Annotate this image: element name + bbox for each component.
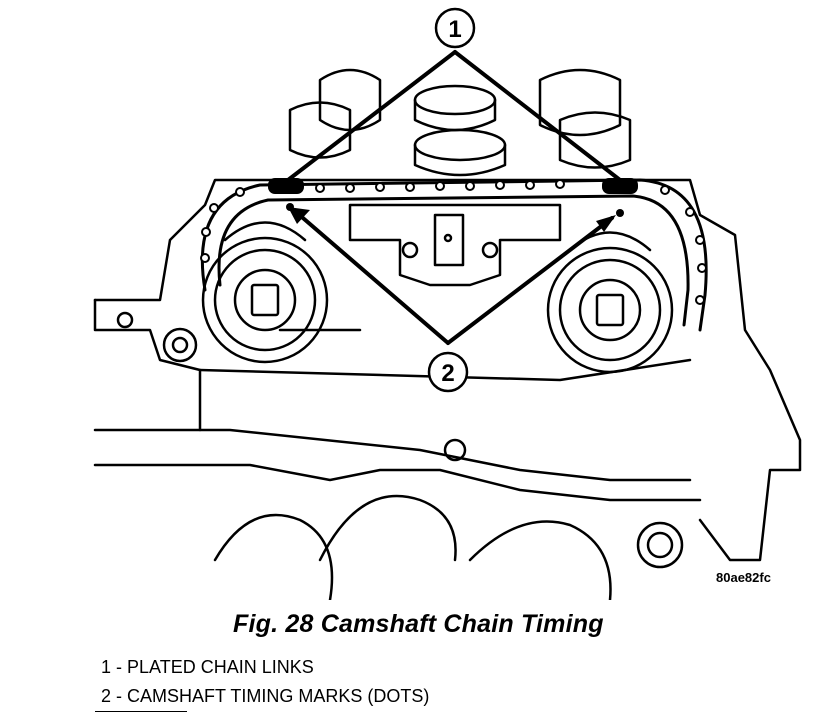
plated-chain-links: [268, 178, 638, 194]
legend-item-1: 1 - PLATED CHAIN LINKS: [101, 657, 314, 677]
lower-bore-left: [213, 513, 334, 600]
callout-1-number: 1: [448, 16, 461, 43]
chain-guide: [348, 203, 562, 287]
right-camshaft-sprocket: [546, 231, 674, 374]
callout-2: 2: [427, 351, 469, 393]
callout-leaders: [286, 50, 622, 345]
valve-spring-left: [318, 68, 382, 132]
chain-links: [200, 179, 707, 305]
legend-item-2: 2 - CAMSHAFT TIMING MARKS (DOTS): [101, 686, 430, 706]
left-camshaft-sprocket: [201, 221, 329, 364]
divider: [95, 711, 187, 712]
callout-2-number: 2: [441, 360, 454, 387]
camshaft-chain-illustration: 1 2: [93, 7, 802, 600]
image-code: 80ae82fc: [716, 570, 771, 585]
callout-1: 1: [434, 7, 476, 49]
figure-caption: Fig. 28 Camshaft Chain Timing: [233, 610, 604, 638]
cylinder-head-outline: [93, 178, 802, 562]
callout-arrowheads: [288, 207, 616, 232]
timing-chain: [200, 178, 708, 332]
legend: 1 - PLATED CHAIN LINKS 2 - CAMSHAFT TIMI…: [101, 653, 429, 711]
